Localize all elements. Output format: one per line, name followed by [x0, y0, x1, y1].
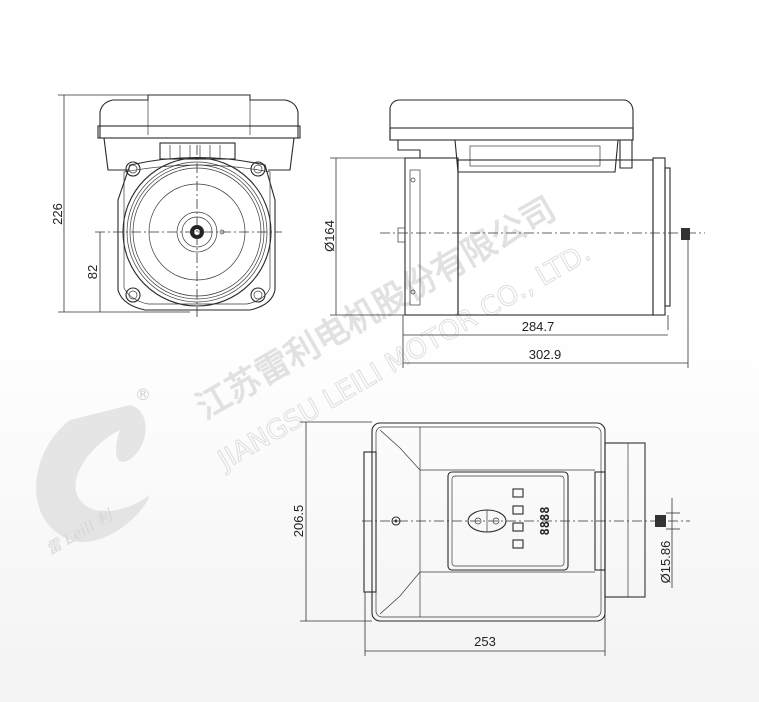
dim-253: 253	[474, 634, 496, 649]
dim-diameter-164: Ø164	[322, 220, 337, 252]
registered-mark: ®	[135, 385, 151, 404]
side-view: Ø164 284.7 302.9	[322, 99, 705, 368]
dim-206-5: 206.5	[291, 505, 306, 538]
dim-shaft-diameter: Ø15.86	[658, 541, 673, 584]
bottom-view: 8888 206.5 253 Ø15.86	[291, 421, 690, 656]
front-view: 226 82	[50, 94, 301, 318]
dim-82: 82	[85, 265, 100, 279]
control-panel: 8888	[467, 488, 552, 549]
leili-logo: 雷 Leili 利 ®	[36, 385, 151, 558]
shaft	[681, 228, 690, 240]
mount-holes	[125, 161, 266, 303]
watermark: 雷 Leili 利 ® 江苏雷利电机股份有限公司 JIANGSU LEILI M…	[36, 189, 596, 558]
shaft	[655, 515, 666, 527]
dim-284-7: 284.7	[522, 319, 555, 334]
dim-226: 226	[50, 203, 65, 225]
dim-302-9: 302.9	[529, 347, 562, 362]
